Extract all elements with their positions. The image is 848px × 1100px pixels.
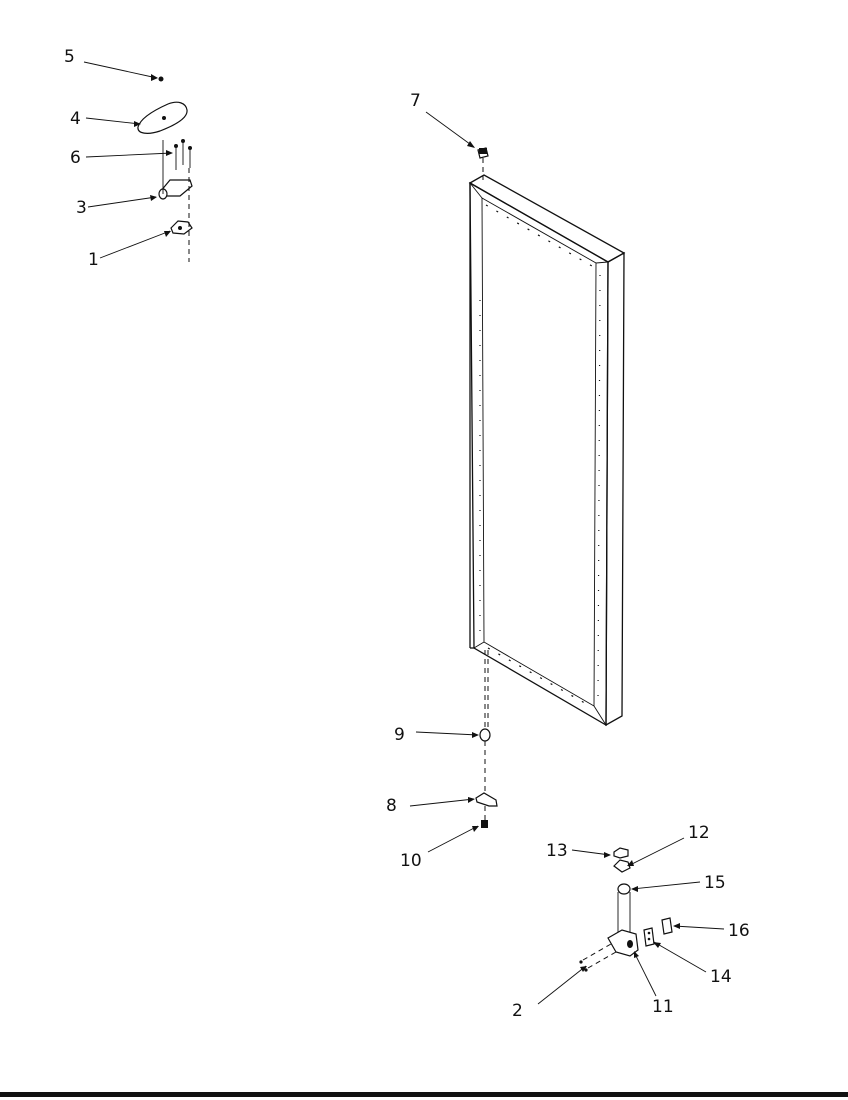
door-panel — [468, 174, 626, 727]
bottom-pin-assembly: 9 8 10 — [386, 650, 498, 871]
leader-10 — [427, 825, 479, 853]
callout-15: 15 — [704, 873, 726, 893]
callout-13: 13 — [546, 841, 568, 861]
callout-12: 12 — [688, 823, 710, 843]
part-11-hinge-bracket — [607, 929, 639, 957]
leader-9 — [415, 731, 479, 736]
bottom-hinge-assembly: 13 12 15 16 14 2 11 — [512, 823, 750, 1021]
callout-3: 3 — [76, 198, 87, 218]
callout-14: 14 — [710, 967, 732, 987]
gasket-marks-right — [597, 274, 601, 701]
callout-4: 4 — [70, 109, 81, 129]
part-3-hinge-plate — [158, 140, 193, 200]
callout-7: 7 — [410, 91, 421, 111]
leader-13 — [571, 849, 611, 856]
callout-9: 9 — [394, 725, 405, 745]
callout-6: 6 — [70, 148, 81, 168]
part-16-plate — [661, 917, 673, 935]
callout-11: 11 — [652, 997, 674, 1017]
callout-16: 16 — [728, 921, 750, 941]
callout-8: 8 — [386, 796, 397, 816]
leader-8 — [409, 798, 475, 807]
part-1-hinge-block — [170, 220, 193, 235]
part-6-screws — [174, 139, 192, 170]
leader-12 — [627, 837, 685, 867]
leader-15 — [631, 881, 701, 890]
leader-5 — [83, 61, 158, 79]
leader-11 — [633, 951, 657, 997]
leader-6 — [85, 152, 173, 158]
part-7-top-pin: 7 — [410, 91, 489, 180]
callout-1: 1 — [88, 250, 99, 270]
part-9-bushing — [479, 728, 491, 742]
leader-16 — [673, 925, 725, 930]
leader-4 — [85, 117, 141, 125]
bottom-border-rule — [0, 1092, 848, 1097]
part-13-cap — [613, 847, 629, 859]
part-8-stop — [475, 792, 498, 807]
leader-1 — [99, 230, 171, 259]
callout-2: 2 — [512, 1001, 523, 1021]
part-10-pin — [481, 820, 488, 828]
callout-10: 10 — [400, 851, 422, 871]
callout-5: 5 — [64, 47, 75, 67]
leader-14 — [653, 941, 707, 973]
leader-3 — [87, 196, 157, 208]
leader-2 — [537, 965, 587, 1005]
part-5-screw — [158, 76, 164, 82]
top-hinge-assembly: 5 4 6 3 1 — [64, 47, 193, 270]
leader-7 — [425, 111, 475, 148]
part-15-bushing — [617, 883, 631, 895]
part-14-plate — [643, 927, 655, 947]
